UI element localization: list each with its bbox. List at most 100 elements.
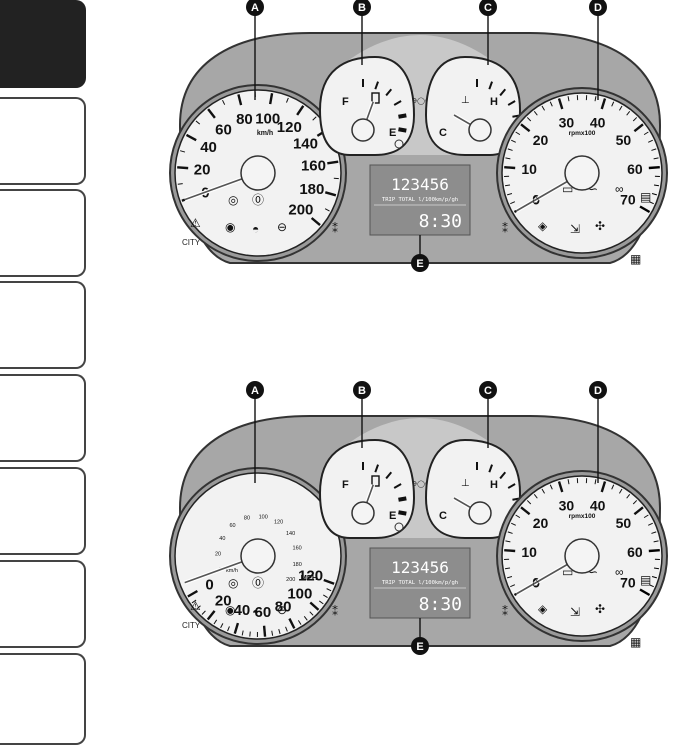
airbag-system-icon: ◉ [225,220,235,234]
dial-tick [526,500,532,505]
temp-tick [488,81,493,90]
fuel-tick [398,127,407,133]
glow-plug-icon: ∞ [615,182,624,196]
fuel-face [318,438,416,539]
chapter-tab-5[interactable] [0,374,86,462]
fuel-tick [374,464,379,473]
dial-tick [611,484,615,490]
dial-tick [651,531,657,534]
fuel-full-label: F [342,479,349,491]
coolant-icon: ⊥ [461,478,470,489]
dial-tick [506,575,513,579]
dial-tick-label: 100 [255,110,280,127]
dial-tick [648,548,660,553]
dial-tick [285,626,288,632]
rear-defrost-icon: ▦ [630,635,641,649]
dial-tick [648,522,653,526]
inner-scale-label: 60 [229,523,235,529]
dial-tick-label: 160 [301,158,326,175]
dial-tick-label: 80 [275,598,292,615]
needle-hub [468,501,492,525]
dial-tick [510,201,516,205]
chapter-tab-7[interactable] [0,560,86,648]
preheat-icon: ▤ [640,190,651,204]
dial-tick [651,148,657,151]
chapter-tab-1[interactable] [0,0,86,88]
temp-hot-label: H [490,479,498,491]
dial-tick [639,588,651,597]
dial-tick [195,120,201,125]
steering-icon: ◓ [252,222,259,236]
dial-tick-label: 120 [277,119,302,136]
fuel-empty-label: E [389,510,396,522]
inner-scale-label: 20 [215,552,221,558]
trip-line: TRIP TOTAL l/100km/p/gh [382,580,458,586]
dial-tick-label: 30 [559,497,575,513]
seatbelt-warning-icon: ⚠ [190,216,201,230]
chapter-tab-6[interactable] [0,467,86,555]
dial-tick-label: 120 [298,568,323,585]
dial-tick-label: 50 [616,132,632,148]
dial-tick-label: 10 [521,161,537,177]
dial-tick [541,488,545,494]
dial-tick [318,600,324,605]
dial-tick [526,117,532,122]
dial-tick [312,116,317,121]
dial-tick [639,205,651,214]
dial-tick [520,123,531,133]
dial-tick [648,201,654,205]
fuel-gauge: FE [318,438,416,539]
dial-tick-label: 60 [627,544,643,560]
dial-tick-label: 20 [215,592,232,609]
dial-tick [201,610,206,615]
fuel-tick [385,88,393,97]
engine-check-icon: ⌂ [532,192,539,206]
position-lights-icon: ∋◯∈ [411,97,431,105]
callout-label-b: B [358,385,366,397]
dial-tick [233,622,240,634]
dial-tick [206,610,216,621]
callout-label-b: B [358,2,366,14]
low-fuel-light-icon [394,139,404,149]
dial-tick [653,184,660,187]
engine-check-icon: ⌂ [532,575,539,589]
dial-tick [511,139,516,143]
fuel-face [318,55,416,156]
dial-tick-label: 60 [627,161,643,177]
dial-tick [222,99,226,105]
dial-tick [520,506,531,516]
fuel-tick [385,471,393,480]
dial-tick [278,628,281,635]
dial-tick-label: 100 [287,586,312,603]
chapter-tab-4[interactable] [0,281,86,369]
callout-badge [479,0,497,16]
chapter-tab-3[interactable] [0,189,86,277]
clock: 8:30 [419,211,462,232]
dial-tick [632,500,638,505]
glow-plug-icon: ∞ [615,565,624,579]
rear-defrost-icon: ▦ [630,252,641,266]
odometer: 123456 [391,558,449,577]
chapter-tab-8[interactable] [0,653,86,745]
battery-icon: ▭ [562,565,573,579]
dial-tick [600,481,607,493]
abs-icon: ◎ [228,193,238,207]
callout-label-e: E [416,641,423,653]
dial-tick [323,594,328,598]
callout-label-d: D [594,2,602,14]
dial-tick [653,567,660,570]
clock: 8:30 [419,594,462,615]
door-open-icon: ⊖ [277,220,287,234]
inner-scale-label: 140 [286,531,295,537]
chapter-tab-2[interactable] [0,97,86,185]
temp-cold-label: C [439,510,447,522]
odometer: 123456 [391,175,449,194]
dial-tick [504,567,511,570]
callout-label-a: A [251,2,259,14]
needle-hub [564,155,600,191]
dial-tick-label: 20 [533,132,549,148]
dial-tick-label: 180 [299,181,324,198]
passenger-airbag-icon: ✣ [595,219,605,233]
